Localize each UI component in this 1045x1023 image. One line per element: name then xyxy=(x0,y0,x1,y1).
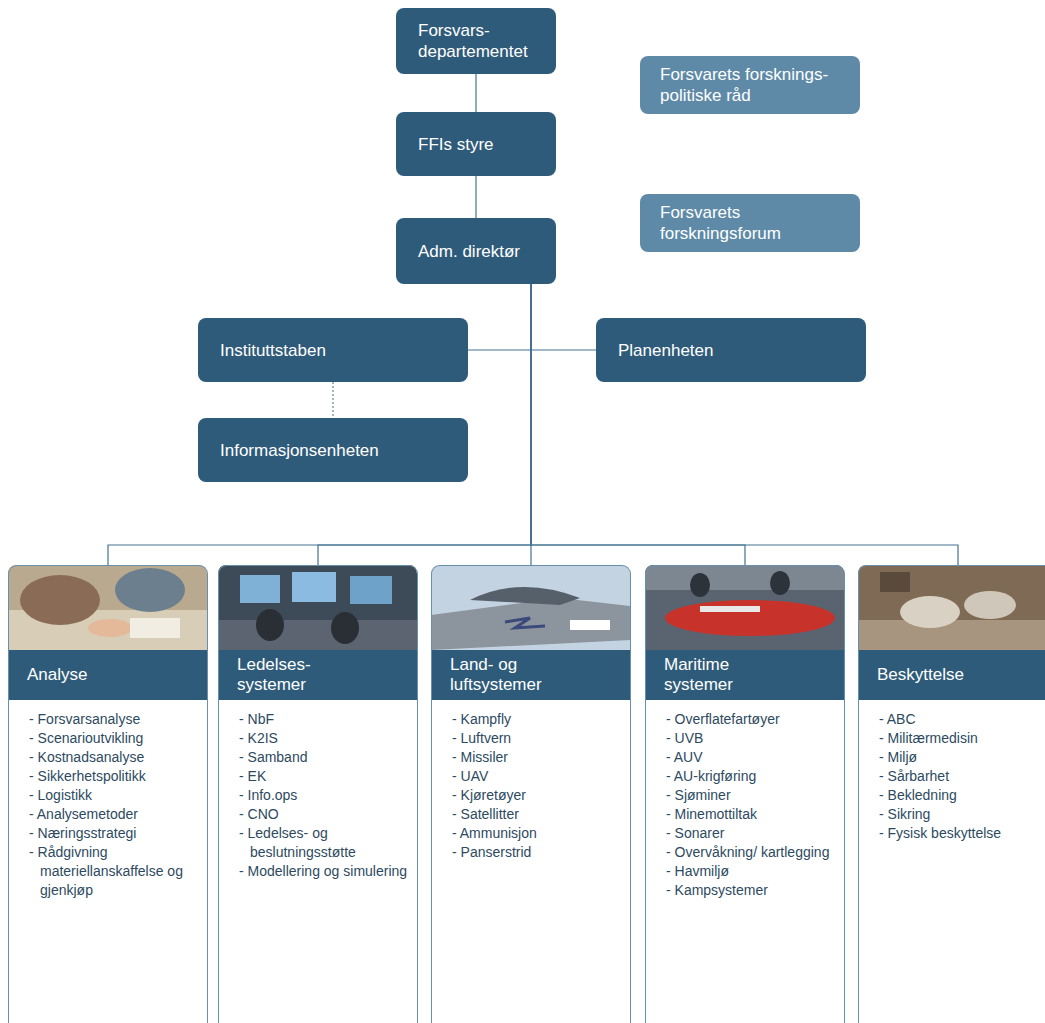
topic-item: - UVB xyxy=(666,729,836,748)
org-line xyxy=(468,284,531,350)
topic-item: - Miljø xyxy=(879,748,1045,767)
topic-item: - Scenarioutvikling xyxy=(29,729,199,748)
topic-item: - CNO xyxy=(239,805,409,824)
box-label: Adm. direktør xyxy=(418,241,542,262)
topic-item: - Kampfly xyxy=(452,710,622,729)
topic-item: - Sjøminer xyxy=(666,786,836,805)
topic-item: - Sikring xyxy=(879,805,1045,824)
org-box: Informasjonsenheten xyxy=(198,418,468,482)
box-label: Forsvarets forskningsforum xyxy=(660,202,846,244)
topic-item: - Minemottiltak xyxy=(666,805,836,824)
org-box: Instituttstaben xyxy=(198,318,468,382)
column-body: - Overflatefartøyer- UVB- AUV- AU-krigfø… xyxy=(646,700,844,1023)
topic-item: - Info.ops xyxy=(239,786,409,805)
org-box: Forsvars- departementet xyxy=(396,8,556,74)
department-column: Beskyttelse- ABC- Militærmedisin- Miljø-… xyxy=(858,565,1045,1023)
department-column: Ledelses- systemer- NbF- K2IS- Samband- … xyxy=(218,565,418,1023)
fighter-jet-photo xyxy=(431,565,631,650)
topic-item: - Panserstrid xyxy=(452,843,622,862)
org-line xyxy=(108,284,531,565)
department-column: Maritime systemer - Overflatefartøyer- UV… xyxy=(645,565,845,1023)
topic-item: - Ammunisjon xyxy=(452,824,622,843)
analysis-photo xyxy=(8,565,208,650)
topic-item: - Logistikk xyxy=(29,786,199,805)
topic-item: - Luftvern xyxy=(452,729,622,748)
topic-item: - Sårbarhet xyxy=(879,767,1045,786)
org-box: FFIs styre xyxy=(396,112,556,176)
column-heading-band: Ledelses- systemer xyxy=(219,650,417,700)
topic-item: - AUV xyxy=(666,748,836,767)
org-box: Planenheten xyxy=(596,318,866,382)
column-heading-band: Analyse xyxy=(9,650,207,700)
column-heading-band: Land- og luftsystemer xyxy=(432,650,630,700)
topic-item: - Kostnadsanalyse xyxy=(29,748,199,767)
topic-item: - NbF xyxy=(239,710,409,729)
topic-item: - Satellitter xyxy=(452,805,622,824)
org-box: Forsvarets forskningsforum xyxy=(640,194,860,252)
topic-item: - Samband xyxy=(239,748,409,767)
column-heading-band: Beskyttelse xyxy=(859,650,1045,700)
dotted-link xyxy=(333,382,334,418)
topic-item: - Analysemetoder xyxy=(29,805,199,824)
topic-item: - Sonarer xyxy=(666,824,836,843)
org-line xyxy=(531,284,596,350)
column-body: - Kampfly- Luftvern- Missiler- UAV- Kjør… xyxy=(432,700,630,1023)
laboratory-photo xyxy=(858,565,1045,650)
column-body: - ABC- Militærmedisin- Miljø- Sårbarhet-… xyxy=(859,700,1045,1023)
column-heading: Analyse xyxy=(27,665,87,685)
topic-item: - Ledelses- og beslutningsstøtte xyxy=(239,824,409,862)
topic-item: - Kampsystemer xyxy=(666,881,836,900)
box-label: Forsvarets forsknings- politiske råd xyxy=(660,64,846,106)
torpedo-photo xyxy=(645,565,845,650)
topic-item: - Militærmedisin xyxy=(879,729,1045,748)
column-body: - NbF- K2IS- Samband- EK- Info.ops- CNO-… xyxy=(219,700,417,1023)
topic-item: - Havmiljø xyxy=(666,862,836,881)
topic-item: - AU-krigføring xyxy=(666,767,836,786)
topic-item: - ABC xyxy=(879,710,1045,729)
topic-item: - EK xyxy=(239,767,409,786)
topic-item: - Overflatefartøyer xyxy=(666,710,836,729)
org-line xyxy=(531,284,958,565)
box-label: Informasjonsenheten xyxy=(220,440,454,461)
box-label: Planenheten xyxy=(618,340,852,361)
topic-item: - Rådgivning materiellanskaffelse og gje… xyxy=(29,843,199,900)
topic-item: - Overvåkning/ kartlegging xyxy=(666,843,836,862)
topic-item: - Kjøretøyer xyxy=(452,786,622,805)
org-line xyxy=(475,176,476,218)
topic-item: - Modellering og simulering xyxy=(239,862,409,881)
box-label: FFIs styre xyxy=(418,134,542,155)
topic-item: - Sikkerhetspolitikk xyxy=(29,767,199,786)
topic-item: - Missiler xyxy=(452,748,622,767)
command-room-photo xyxy=(218,565,418,650)
topic-item: - UAV xyxy=(452,767,622,786)
topic-item: - Næringsstrategi xyxy=(29,824,199,843)
topic-item: - Fysisk beskyttelse xyxy=(879,824,1045,843)
box-label: Forsvars- departementet xyxy=(418,20,542,62)
department-column: Land- og luftsystemer - Kampfly- Luftvern… xyxy=(431,565,631,1023)
topic-item: - Forsvarsanalyse xyxy=(29,710,199,729)
org-box: Forsvarets forsknings- politiske råd xyxy=(640,56,860,114)
column-heading-band: Maritime systemer xyxy=(646,650,844,700)
column-heading: Maritime systemer xyxy=(664,655,792,695)
org-box: Adm. direktør xyxy=(396,218,556,284)
box-label: Instituttstaben xyxy=(220,340,454,361)
org-line xyxy=(475,74,476,112)
topic-item: - Bekledning xyxy=(879,786,1045,805)
column-heading: Beskyttelse xyxy=(877,665,964,685)
column-heading: Land- og luftsystemer xyxy=(450,655,578,695)
column-body: - Forsvarsanalyse- Scenarioutvikling- Ko… xyxy=(9,700,207,1023)
column-heading: Ledelses- systemer xyxy=(237,655,365,695)
department-column: Analyse - Forsvarsanalyse- Scenarioutvikl… xyxy=(8,565,208,1023)
topic-item: - K2IS xyxy=(239,729,409,748)
